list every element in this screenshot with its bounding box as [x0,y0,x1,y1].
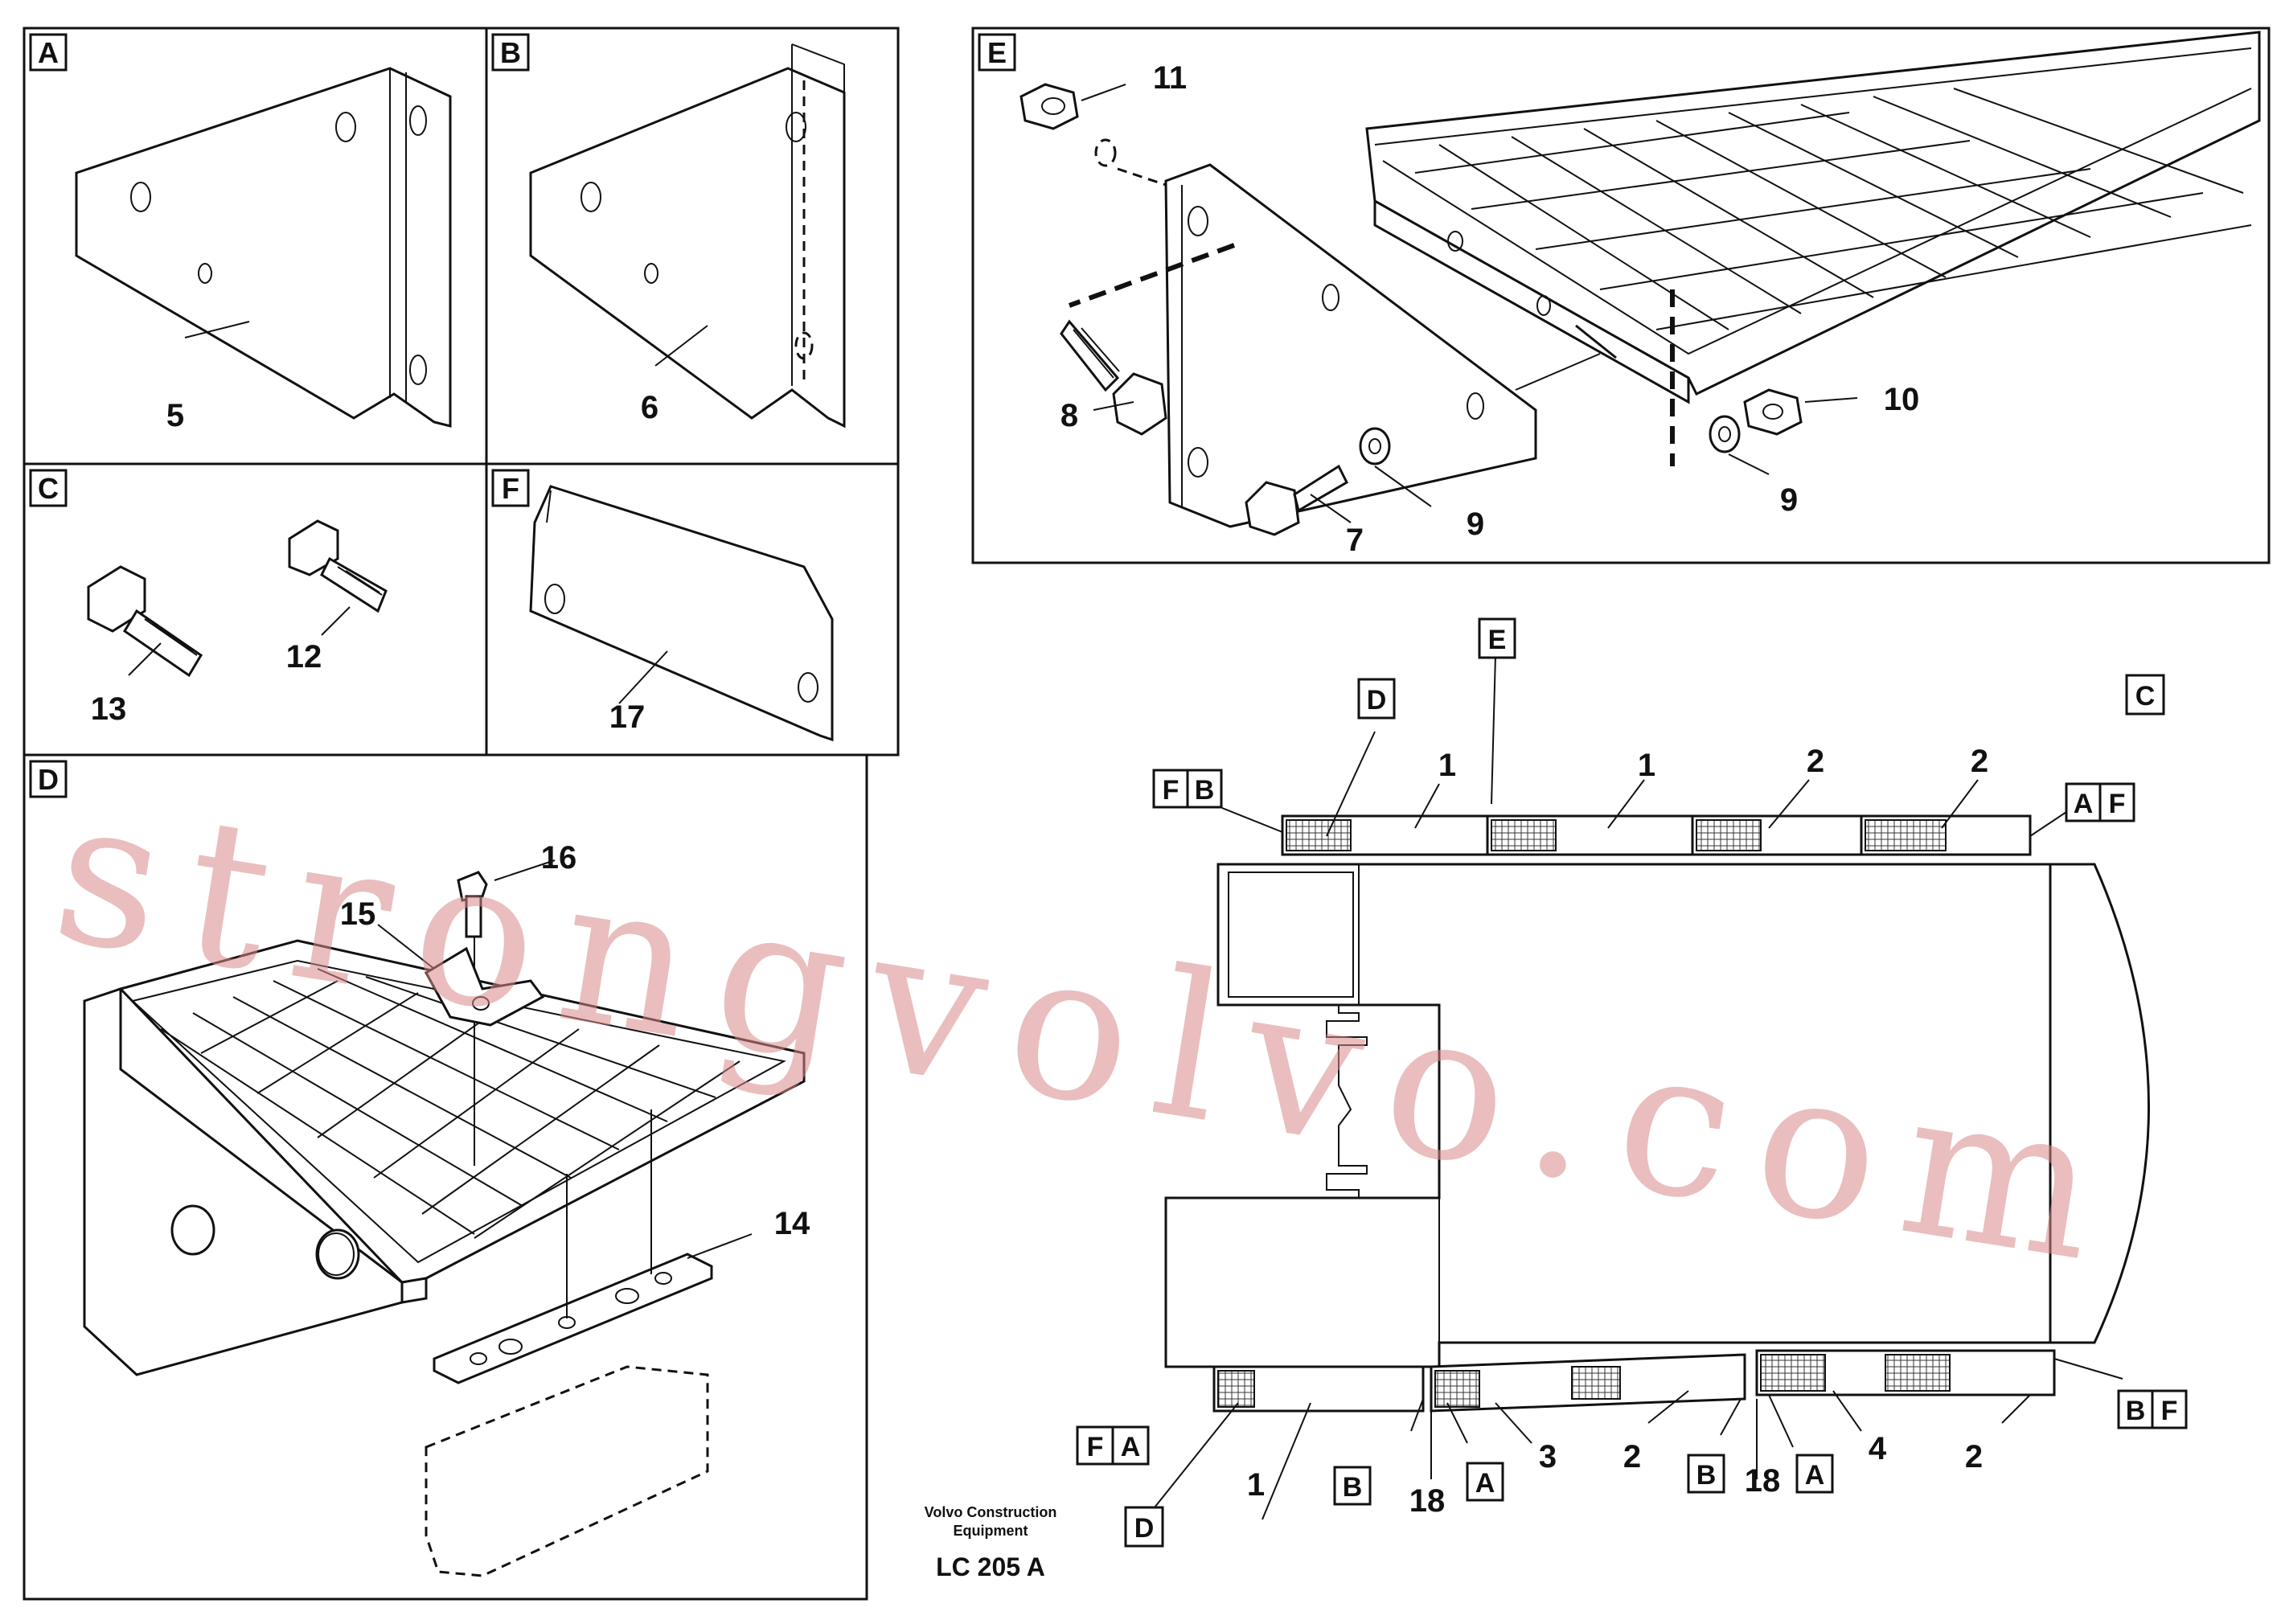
nut-10-washer-9b-drawing [1709,388,1858,475]
tag-top-e: E [1488,625,1507,655]
tag-bottom-d: D [1134,1513,1155,1544]
panel-c-letter: C [38,472,59,505]
callout-8: 8 [1061,398,1078,433]
callout-17: 17 [609,699,646,735]
bolt-8-drawing [1060,319,1167,436]
leader-lines [1141,654,2123,1524]
callout-10: 10 [1884,382,1920,417]
company-name-line1: Volvo Construction [925,1504,1057,1520]
panel-e-letter: E [987,36,1007,69]
callout-14: 14 [774,1206,810,1241]
panel-d: D [23,753,868,1601]
overview-bottom-tags: F A D B A B A B F [1076,1389,2188,1548]
overview-num-bottom-1: 1 [1247,1467,1265,1503]
tag-bottom-b-right: B [2126,1396,2146,1426]
overview-num-bottom-3: 3 [1539,1439,1557,1474]
callout-11: 11 [1153,60,1187,96]
plate-14-drawing [425,1109,753,1577]
callout-5: 5 [166,398,184,433]
panel-b: B 6 [485,27,900,465]
bottom-step-strip [1212,1349,2056,1413]
tag-bottom-f-left: F [1087,1432,1104,1462]
machine-body [1164,863,2150,1368]
overview-num-bottom-18b: 18 [1745,1463,1781,1499]
bracket-5-drawing [75,67,452,428]
callout-7: 7 [1346,523,1364,558]
tag-top-c: C [2135,681,2156,712]
footer: Volvo Construction Equipment LC 205 A [925,1504,1057,1581]
nut-11-drawing [1019,83,1167,187]
callout-12: 12 [286,639,322,675]
tag-bottom-a2: A [1805,1460,1825,1491]
bolt-12-drawing [288,519,388,636]
tag-bottom-f-right: F [2161,1396,2178,1426]
bracket-6-drawing [529,43,846,429]
overview-num-top-1b: 1 [1638,748,1655,783]
bolt-13-drawing [87,565,203,678]
callout-16: 16 [541,840,577,876]
washer-9a-drawing [1359,427,1432,507]
tag-bottom-a-left: A [1121,1432,1141,1462]
overview-num-top-1a: 1 [1438,748,1456,783]
panel-b-letter: B [500,36,521,69]
bracket-grating-drawing [1068,31,2261,528]
clip-15-drawing [377,924,545,1027]
tag-top-f-right: F [2109,789,2126,819]
bolt-7-drawing [1245,464,1352,536]
callout-9b: 9 [1780,482,1798,518]
tag-bottom-b2: B [1696,1460,1717,1491]
company-name-line2: Equipment [954,1523,1028,1539]
callout-6: 6 [641,390,658,425]
callout-13: 13 [91,691,127,727]
panel-d-letter: D [38,763,59,796]
tag-top-f-left: F [1163,775,1179,806]
overview-top-tags: F B D E A F C [1152,617,2165,822]
overview-num-top-2b: 2 [1971,744,1988,779]
callout-15: 15 [340,896,376,932]
tag-bottom-a1: A [1475,1468,1495,1499]
panel-f: F 17 [485,462,900,757]
tag-bottom-b1: B [1343,1472,1363,1503]
callout-9a: 9 [1467,506,1484,542]
overview-num-bottom-18a: 18 [1409,1483,1446,1519]
tag-top-b: B [1195,775,1215,806]
tag-top-a: A [2074,789,2094,819]
tag-top-d: D [1367,685,1387,716]
overview-num-bottom-4: 4 [1869,1431,1887,1466]
panel-a-letter: A [38,36,59,69]
top-step-strip [1281,814,2032,856]
plate-17-drawing [529,485,834,742]
panel-e: E [971,27,2271,564]
overview-top-view: F B D E A F C 1 1 2 2 F A D B [1076,617,2188,1548]
panel-c: C 13 12 [23,462,488,757]
overview-num-bottom-2b: 2 [1965,1439,1983,1474]
overview-num-bottom-2a: 2 [1623,1439,1641,1474]
panel-f-letter: F [502,472,519,505]
panel-a: A 5 [23,27,488,465]
overview-num-top-2a: 2 [1807,744,1824,779]
drawing-code: LC 205 A [936,1552,1045,1581]
step-grating-drawing [83,939,806,1376]
